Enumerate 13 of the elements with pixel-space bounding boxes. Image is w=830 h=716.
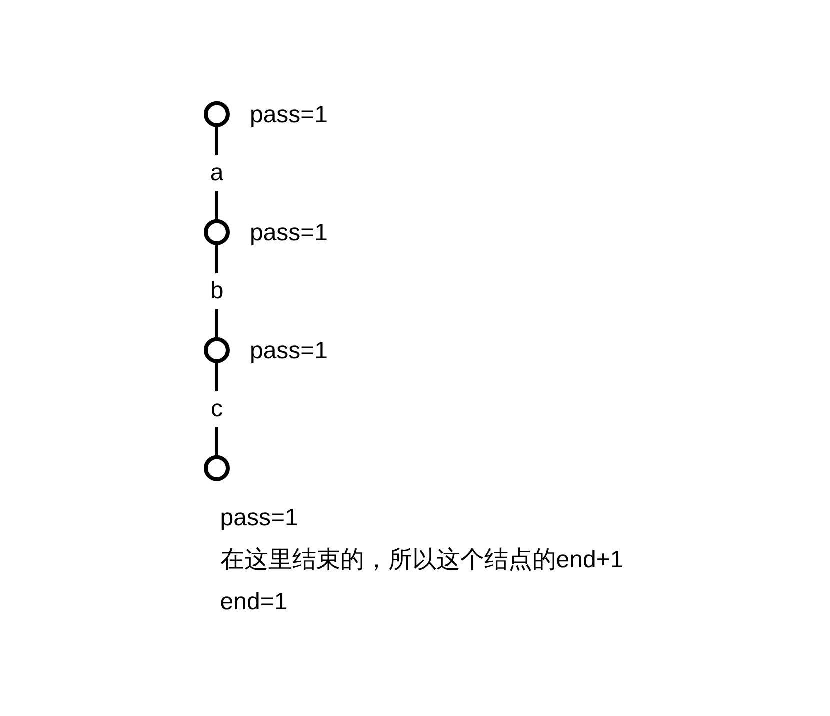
circle-node bbox=[204, 337, 230, 364]
edge-label: c bbox=[210, 391, 223, 428]
edge-label: a bbox=[210, 155, 224, 192]
node-note: end=1 bbox=[220, 588, 288, 616]
circle-node bbox=[204, 101, 230, 128]
node-note: pass=1 bbox=[250, 219, 328, 246]
node-note: pass=1 bbox=[250, 337, 328, 364]
edge-label: b bbox=[210, 273, 224, 310]
node-note: pass=1 bbox=[250, 101, 328, 128]
circle-node bbox=[204, 219, 230, 246]
node-note: 在这里结束的，所以这个结点的end+1 bbox=[220, 546, 624, 574]
node-note: pass=1 bbox=[220, 504, 298, 532]
circle-node bbox=[204, 455, 230, 482]
